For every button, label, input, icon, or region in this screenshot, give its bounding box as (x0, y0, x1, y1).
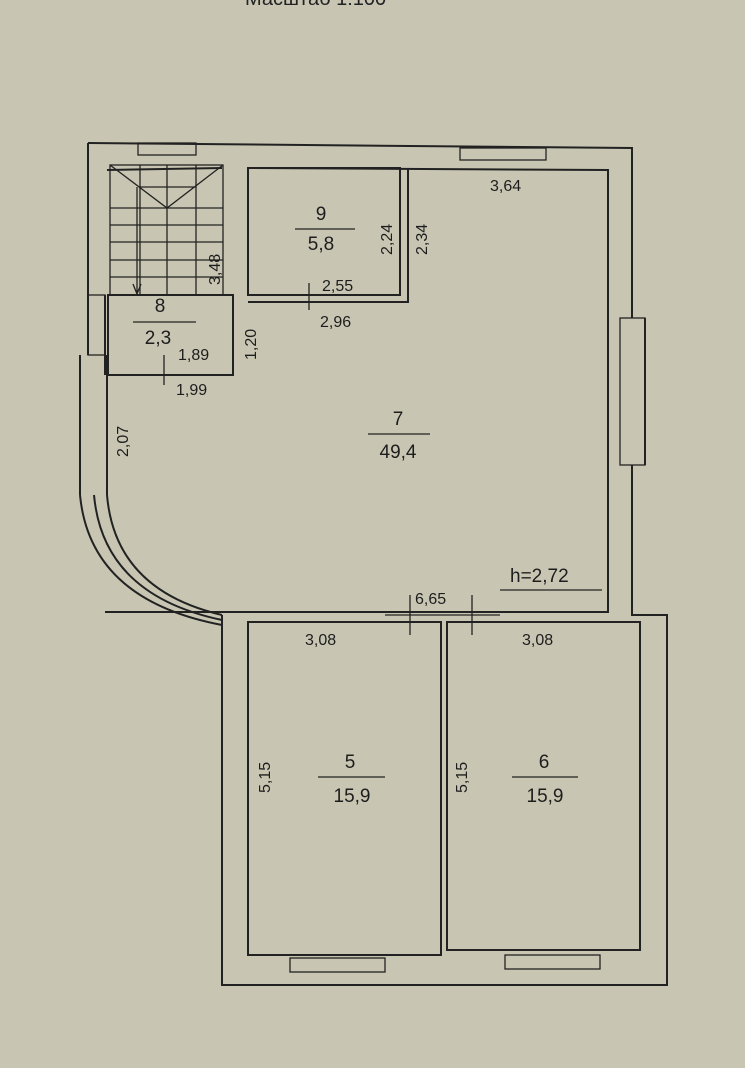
svg-text:15,9: 15,9 (334, 786, 371, 807)
outer-walls (79, 142, 668, 986)
svg-text:7: 7 (393, 409, 404, 430)
room-8-label: 8 2,3 (133, 296, 196, 349)
svg-text:5,15: 5,15 (454, 762, 471, 793)
svg-text:15,9: 15,9 (527, 786, 564, 807)
svg-text:1,99: 1,99 (176, 382, 207, 399)
svg-text:2,07: 2,07 (115, 426, 132, 457)
room-7-label: 7 49,4 (368, 409, 430, 463)
svg-text:3,08: 3,08 (305, 632, 336, 649)
svg-text:6: 6 (539, 752, 550, 773)
room-9-outline (247, 167, 409, 303)
dimension-labels: 3,64 2,24 2,34 3,48 2,55 2,96 1,20 1,89 … (115, 178, 569, 793)
ceiling-height: h=2,72 (510, 566, 569, 587)
room-8-outline (107, 294, 234, 376)
svg-text:2,3: 2,3 (145, 328, 171, 349)
windows (87, 142, 646, 973)
svg-text:2,55: 2,55 (322, 278, 353, 295)
svg-text:5,15: 5,15 (257, 762, 274, 793)
svg-text:2,96: 2,96 (320, 314, 351, 331)
room-6-outline (446, 621, 641, 951)
room-5-label: 5 15,9 (318, 752, 385, 807)
room-9-label: 9 5,8 (295, 204, 355, 255)
svg-text:3,48: 3,48 (207, 254, 224, 285)
svg-text:5,8: 5,8 (308, 234, 334, 255)
room-6-label: 6 15,9 (512, 752, 578, 807)
room-5-outline (247, 621, 442, 956)
svg-text:1,20: 1,20 (243, 329, 260, 360)
scale-caption: Масштаб 1:100 (245, 0, 386, 11)
svg-text:3,08: 3,08 (522, 632, 553, 649)
svg-text:5: 5 (345, 752, 356, 773)
svg-text:6,65: 6,65 (415, 591, 446, 608)
svg-text:3,64: 3,64 (490, 178, 521, 195)
svg-text:9: 9 (316, 204, 327, 225)
svg-text:8: 8 (155, 296, 166, 317)
svg-text:49,4: 49,4 (380, 442, 417, 463)
svg-text:2,34: 2,34 (414, 224, 431, 255)
svg-text:2,24: 2,24 (379, 224, 396, 255)
svg-text:1,89: 1,89 (178, 347, 209, 364)
